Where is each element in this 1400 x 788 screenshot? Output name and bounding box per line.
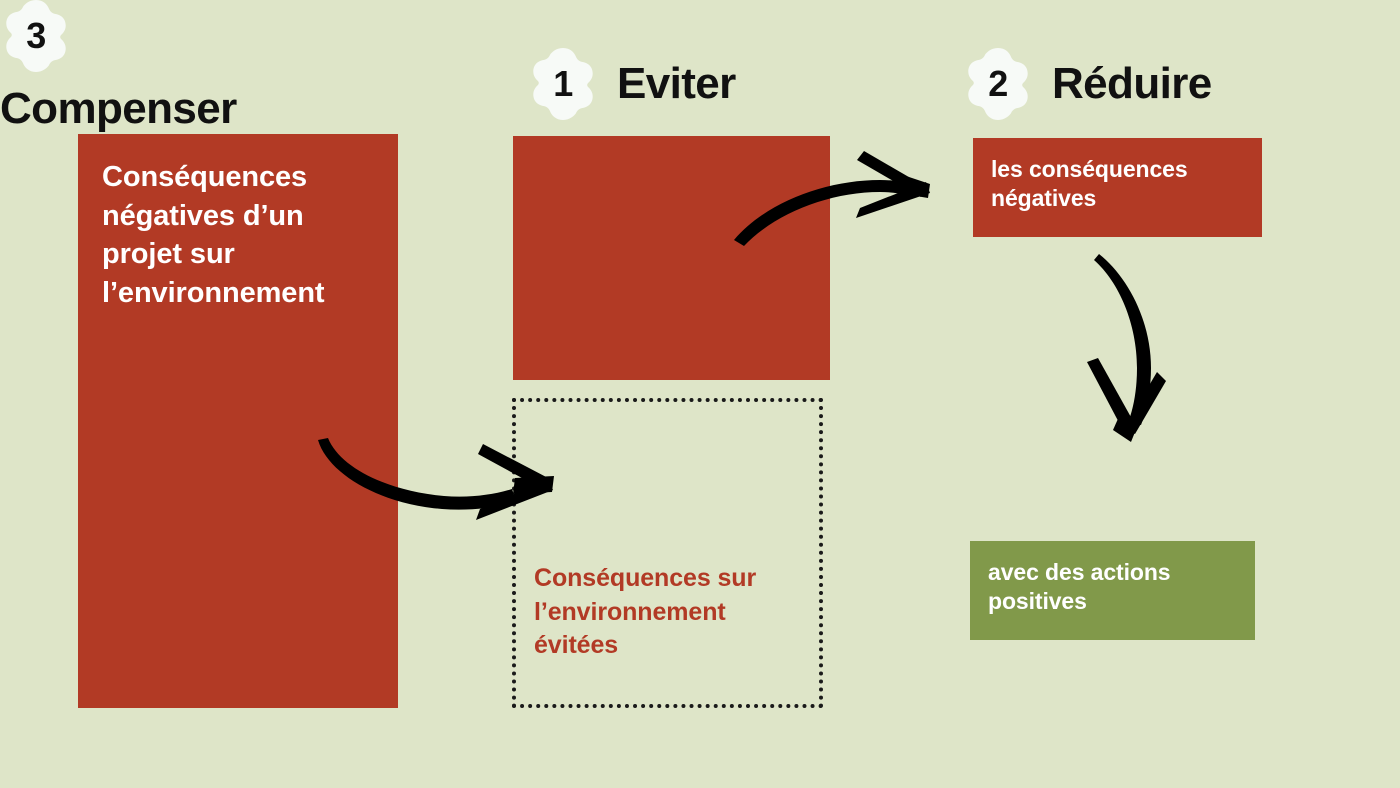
step-3-header: 3 Compenser	[0, 0, 1400, 134]
step-1-header: 1 Eviter	[527, 48, 736, 120]
step-number-3: 3	[26, 15, 46, 56]
step-number-badge-icon: 2	[962, 48, 1034, 120]
step-3-box-label: avec des actions positives	[988, 559, 1171, 614]
arrow-reduce-to-compensate-icon	[1085, 252, 1205, 457]
step-3-box: avec des actions positives	[970, 541, 1255, 640]
step-2-header: 2 Réduire	[962, 48, 1212, 120]
step-2-box: les conséquences négatives	[973, 138, 1262, 237]
avoided-consequences-box: Conséquences sur l’environnement évitées	[512, 398, 823, 708]
main-block-label: Conséquences négatives d’un projet sur l…	[102, 161, 325, 309]
step-2-title: Réduire	[1052, 59, 1212, 108]
step-number-2: 2	[988, 63, 1008, 104]
step-number-badge-icon: 3	[0, 0, 72, 72]
step-1-box	[513, 136, 830, 380]
step-3-title: Compenser	[0, 84, 237, 133]
step-number-badge-icon: 1	[527, 48, 599, 120]
step-2-box-label: les conséquences négatives	[991, 156, 1188, 211]
main-negative-consequences-block: Conséquences négatives d’un projet sur l…	[78, 134, 398, 708]
step-number-1: 1	[553, 63, 573, 104]
avoided-consequences-label: Conséquences sur l’environnement évitées	[534, 564, 757, 659]
step-1-title: Eviter	[617, 59, 736, 108]
